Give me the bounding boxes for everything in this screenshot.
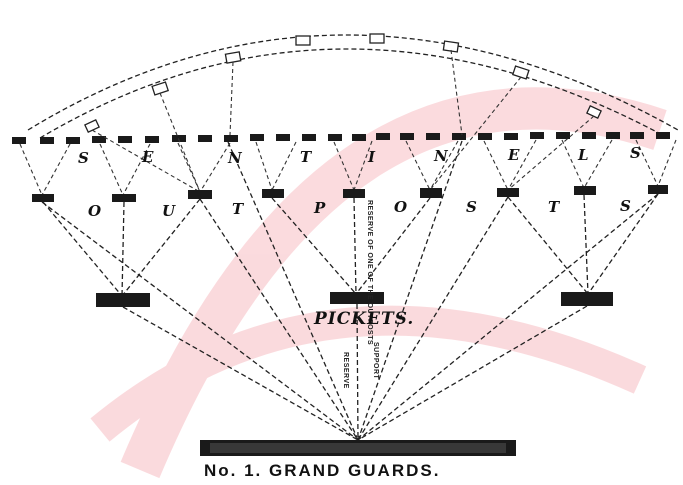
- sentinels-label: S E N T I N E L S: [78, 144, 642, 167]
- support-note-2: RESERVE: [342, 352, 349, 389]
- sentinels-letter: E: [507, 146, 520, 164]
- outpost-links: [42, 193, 659, 297]
- watermark: [90, 87, 667, 479]
- support-note: SUPPORT: [372, 342, 379, 380]
- grand-guards-label: No. 1. GRAND GUARDS.: [204, 461, 440, 480]
- outposts-letter: T: [548, 198, 561, 216]
- sentinels-letter: E: [141, 148, 154, 166]
- outposts-letter: S: [620, 197, 632, 215]
- pickets-label: PICKETS.: [313, 309, 414, 329]
- sentinels-letter: S: [78, 149, 90, 167]
- sentinels-letter: I: [367, 148, 376, 166]
- picket-links: [41, 140, 659, 441]
- sentinels-letter: S: [630, 144, 642, 162]
- vedette-boxes: [84, 33, 602, 134]
- outposts-letter: S: [466, 198, 478, 216]
- outposts-letter: P: [313, 199, 326, 217]
- vedette-links: [91, 49, 595, 193]
- picket-blocks: [96, 292, 613, 307]
- sentry-arc: [27, 34, 679, 139]
- sentry-row: [12, 132, 670, 144]
- reserve-note: RESERVE OF ONE OF THE OUTPOSTS: [366, 200, 373, 345]
- outposts-letter: O: [394, 198, 408, 216]
- sentinels-letter: N: [227, 149, 243, 167]
- outpost-blocks: [32, 185, 668, 202]
- outposts-letter: T: [232, 200, 245, 218]
- sentry-links: [19, 139, 677, 196]
- sentinels-letter: L: [577, 146, 590, 164]
- outposts-letter: U: [162, 202, 176, 220]
- outposts-letter: O: [88, 202, 102, 220]
- outposts-label: O U T P O S T S: [88, 197, 632, 220]
- sentinels-letter: T: [300, 148, 313, 166]
- sentinels-letter: N: [433, 147, 449, 165]
